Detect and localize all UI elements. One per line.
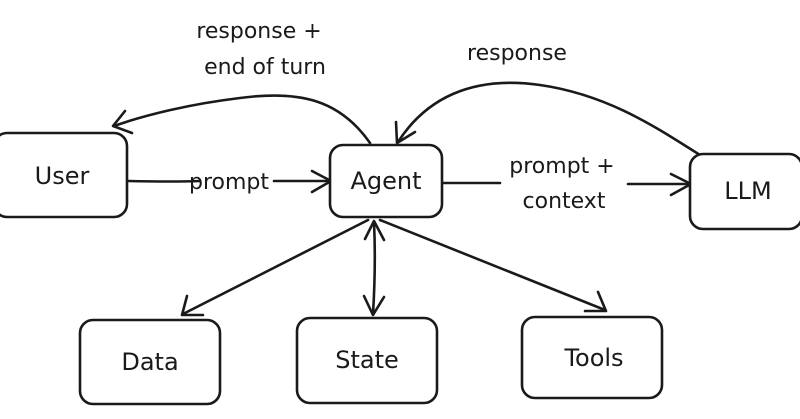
edge-llm-to-agent: response <box>394 41 702 157</box>
edge-label-prompt: prompt <box>189 170 269 195</box>
node-agent-box <box>328 143 444 219</box>
arrowhead-llm-to-agent <box>394 120 417 145</box>
edge-agent-to-user-curve <box>112 94 372 145</box>
arrowhead-agent-to-tools <box>583 290 608 313</box>
edge-agent-to-data-line <box>181 218 370 316</box>
node-llm-box <box>688 152 800 231</box>
edge-label-response: response <box>467 41 567 66</box>
node-data: Data <box>78 318 222 406</box>
arrowhead-agent-to-user <box>111 109 134 135</box>
node-agent-label: Agent <box>350 167 421 195</box>
node-agent: Agent <box>328 143 444 219</box>
edge-label-context: context <box>523 189 606 214</box>
edge-label-prompt-plus: prompt + <box>509 154 614 179</box>
node-state-box <box>295 316 439 405</box>
edge-user-to-agent-line <box>126 179 202 183</box>
edge-llm-to-agent-curve <box>396 81 702 157</box>
arrowhead-state-up <box>363 219 386 242</box>
node-user: User <box>0 131 129 219</box>
arrowhead-agent-to-data <box>180 294 205 317</box>
node-user-label: User <box>35 162 90 190</box>
node-tools-box <box>520 315 664 400</box>
node-state-label: State <box>335 346 399 374</box>
node-llm-label: LLM <box>724 177 771 205</box>
edge-agent-to-llm: prompt + context <box>440 154 693 214</box>
edge-agent-to-tools <box>378 218 608 313</box>
node-data-label: Data <box>121 348 178 376</box>
arrowhead-state-down <box>362 294 386 317</box>
edge-user-to-agent: prompt <box>126 169 333 195</box>
edge-agent-to-state <box>362 219 386 317</box>
node-tools-label: Tools <box>563 344 623 372</box>
node-llm: LLM <box>688 152 800 231</box>
edge-agent-to-tools-line <box>378 218 607 312</box>
edge-label-response-plus: response + <box>196 19 321 44</box>
edge-agent-to-data <box>180 218 370 317</box>
node-user-box <box>0 131 129 219</box>
node-state: State <box>295 316 439 405</box>
edge-agent-to-state-line <box>371 220 377 316</box>
node-tools: Tools <box>520 315 664 400</box>
node-data-box <box>78 318 222 406</box>
edge-label-end-of-turn: end of turn <box>204 55 326 80</box>
edge-agent-to-user: response + end of turn <box>111 19 372 145</box>
